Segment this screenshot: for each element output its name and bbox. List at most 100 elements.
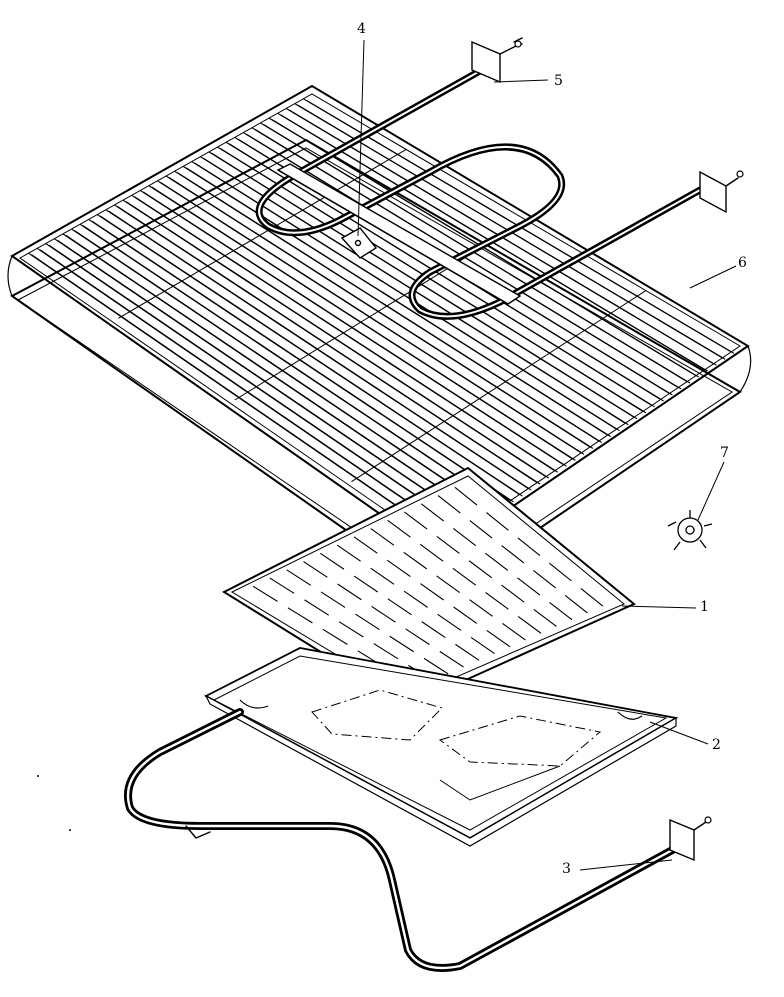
element-bracket	[276, 163, 522, 305]
pan-slot	[549, 602, 573, 621]
pan-slot	[370, 567, 395, 585]
pan-slot	[403, 590, 428, 608]
pan-slot	[517, 537, 541, 557]
rack-bar	[48, 244, 470, 533]
pan-slot	[437, 495, 461, 514]
pan-slot	[336, 544, 361, 562]
rack-bar	[108, 210, 532, 491]
pan-slot	[269, 577, 295, 594]
pan-slot	[353, 536, 378, 554]
pan-slot	[436, 575, 460, 594]
pan-slot	[371, 606, 396, 623]
pan-slot	[455, 643, 480, 661]
pan-slot	[389, 635, 415, 653]
rack-bar	[220, 148, 647, 414]
pan-slot	[337, 583, 362, 601]
broil-pan	[204, 647, 679, 847]
pan-slot	[454, 486, 478, 506]
pan-slot	[502, 622, 526, 641]
pan-slot	[452, 567, 477, 586]
pan-slot	[469, 599, 493, 617]
pan-slot	[436, 535, 460, 554]
pan-slot	[486, 629, 511, 648]
specks	[37, 775, 71, 831]
pan-slot	[580, 588, 604, 607]
pan-slot	[564, 595, 588, 614]
pan-slot	[419, 543, 444, 562]
broil-pan-insert	[221, 466, 636, 708]
callout-4: 4	[357, 21, 366, 37]
rack-bar	[160, 181, 585, 455]
rack-bar	[99, 215, 523, 497]
pan-slot	[387, 598, 412, 616]
pan-slot	[322, 628, 348, 645]
pan-slot	[517, 615, 542, 634]
callout-2: 2	[712, 737, 721, 753]
pan-slot	[320, 552, 345, 570]
bake-element	[124, 708, 712, 972]
pan-slot	[252, 585, 278, 602]
pan-slot	[287, 607, 313, 624]
rack-bar	[211, 152, 638, 420]
pan-slot	[373, 643, 399, 660]
pan-slot	[437, 613, 462, 631]
pan-slot	[533, 608, 557, 627]
pan-slot	[439, 650, 464, 668]
pan-slot	[303, 561, 328, 578]
pan-slot	[403, 551, 428, 570]
pan-slot	[420, 583, 444, 601]
pan-slot	[387, 519, 411, 538]
rack-bar	[91, 220, 514, 503]
rack-bar	[134, 196, 559, 473]
pan-slot	[501, 584, 525, 603]
rack-bar	[151, 186, 576, 461]
pan-slot	[470, 636, 495, 655]
callout-7: 7	[720, 445, 729, 461]
rack-bar	[39, 249, 461, 539]
pan-slot	[517, 577, 541, 596]
pan-slot	[338, 621, 364, 638]
pan-slot	[453, 606, 478, 624]
pan-slot	[469, 520, 493, 539]
pan-slot	[404, 511, 428, 530]
pan-slot	[423, 657, 449, 675]
callout-5: 5	[554, 73, 563, 89]
pan-slot	[452, 528, 477, 547]
rack-bar	[254, 128, 682, 390]
thermostat-clip	[667, 510, 713, 551]
pan-slot	[421, 621, 446, 639]
rack-crosswire	[347, 290, 647, 485]
rack-bar	[194, 162, 620, 432]
broil-element	[255, 37, 744, 320]
rack-bar	[74, 230, 497, 515]
rack-crosswire	[112, 149, 407, 323]
rack-bar	[263, 123, 691, 384]
pan-slot	[320, 591, 346, 608]
rack-bar	[117, 205, 541, 485]
pan-slot	[485, 591, 509, 610]
callout-1: 1	[700, 599, 709, 615]
pan-slot	[355, 613, 380, 631]
callout-3: 3	[562, 861, 571, 877]
pan-slot	[353, 575, 379, 593]
pan-slot	[370, 528, 395, 546]
callout-6: 6	[738, 255, 747, 271]
pan-slot	[485, 552, 509, 571]
rack-bar	[142, 191, 567, 467]
pan-slot	[468, 560, 493, 579]
pan-slot	[549, 562, 572, 582]
pan-slot	[533, 570, 556, 589]
pan-slot	[386, 559, 411, 578]
rack-bar	[177, 172, 603, 444]
pan-slot	[405, 628, 430, 646]
pan-slot	[486, 512, 509, 531]
rack-bar	[228, 143, 656, 408]
pan-slot	[304, 599, 330, 616]
rack-bar	[125, 201, 550, 479]
pan-slot	[501, 545, 525, 564]
pan-slot	[420, 503, 445, 522]
rack-bar	[82, 225, 506, 509]
rack-bar	[57, 239, 479, 527]
rack-bar	[31, 254, 453, 545]
